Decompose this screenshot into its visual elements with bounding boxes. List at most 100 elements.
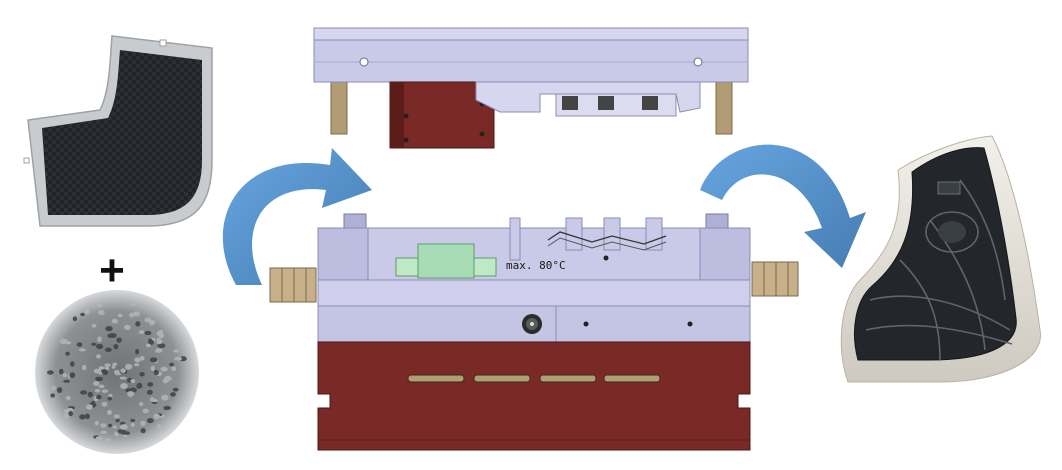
granule	[100, 430, 107, 434]
granule	[93, 381, 100, 387]
granule	[107, 333, 116, 338]
guide-pillar-left	[330, 81, 348, 135]
granule	[100, 423, 107, 428]
granule	[115, 418, 120, 423]
granule	[105, 326, 113, 332]
granule	[86, 404, 93, 410]
granule	[153, 413, 160, 420]
granule	[63, 379, 70, 383]
granule	[87, 391, 93, 398]
granule	[134, 357, 142, 363]
connector-left	[269, 267, 317, 303]
granule	[145, 343, 151, 348]
granule	[111, 365, 116, 369]
granule	[132, 311, 141, 317]
granule	[144, 330, 152, 336]
granule	[147, 389, 153, 395]
granule	[138, 330, 145, 334]
granule	[125, 363, 133, 370]
granule	[97, 310, 105, 316]
granule	[82, 364, 87, 371]
green-insert	[417, 243, 475, 279]
ejector-slot	[407, 374, 465, 383]
granule	[127, 391, 135, 397]
molded-hybrid-part	[840, 135, 1041, 383]
granule	[65, 395, 71, 401]
granule	[161, 394, 169, 401]
granule	[108, 393, 113, 398]
granule	[104, 347, 112, 352]
granule	[146, 418, 154, 424]
granule	[156, 339, 163, 345]
granule	[84, 308, 90, 315]
granule	[96, 343, 104, 350]
granule	[169, 362, 175, 367]
granule	[130, 422, 135, 427]
granule	[68, 410, 73, 417]
connector-socket-icon	[522, 314, 542, 334]
granule	[160, 366, 168, 372]
granule	[101, 369, 109, 375]
granule	[144, 317, 152, 323]
granule	[72, 316, 78, 322]
granule	[114, 369, 120, 375]
ejector-slot	[603, 374, 661, 383]
granule	[96, 303, 103, 308]
granule	[108, 423, 112, 428]
granule	[101, 401, 108, 407]
granule	[96, 354, 101, 359]
granule	[62, 373, 67, 378]
granule	[123, 431, 131, 435]
granule	[51, 385, 57, 391]
granule	[120, 383, 128, 389]
connector-right	[751, 261, 799, 297]
granule	[101, 389, 109, 393]
granule	[117, 429, 124, 434]
ejector-slot	[539, 374, 597, 383]
granule	[163, 405, 171, 411]
granule	[139, 372, 145, 377]
granule	[112, 425, 117, 429]
mold-to-part-arrow	[700, 144, 866, 268]
granule	[64, 409, 69, 413]
granule	[80, 312, 85, 317]
granule	[98, 366, 105, 370]
granule	[104, 438, 111, 442]
granule	[174, 356, 183, 361]
granule	[156, 330, 164, 337]
granule	[140, 420, 146, 426]
granule	[79, 414, 86, 420]
granule	[156, 424, 162, 430]
carbon-fiber-insert	[23, 35, 213, 227]
granule	[96, 394, 102, 400]
granule	[94, 388, 101, 393]
granule	[114, 431, 119, 437]
granule	[157, 343, 166, 349]
granule	[95, 436, 103, 440]
granule	[84, 413, 91, 420]
granule	[80, 390, 88, 395]
granule	[112, 362, 118, 366]
granule	[104, 366, 110, 371]
granule	[91, 323, 97, 328]
granule	[120, 424, 128, 430]
input-to-mold-arrow	[222, 148, 372, 285]
lower-mold-half: max. 80°C	[269, 213, 799, 451]
plus-sign: +	[99, 246, 125, 295]
granule	[59, 368, 64, 375]
granule	[130, 418, 136, 422]
granule	[91, 342, 97, 346]
granule	[107, 396, 113, 401]
granule	[139, 402, 144, 407]
guide-pillar-right	[715, 81, 733, 135]
granule	[120, 368, 126, 374]
granule	[171, 366, 176, 372]
granule	[155, 348, 163, 353]
granule	[47, 370, 54, 375]
plastic-granules	[35, 290, 199, 454]
granule	[150, 365, 155, 371]
granule	[56, 387, 63, 393]
granule	[149, 357, 158, 363]
granule	[162, 378, 169, 384]
